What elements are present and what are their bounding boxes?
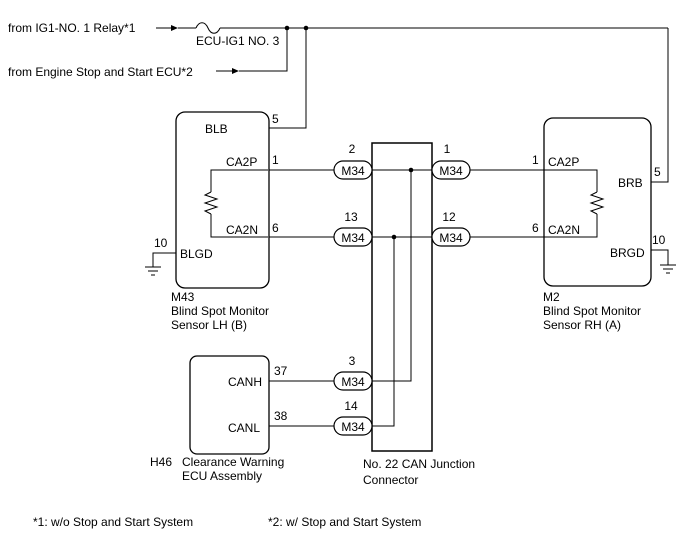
ground-icon [145,266,161,276]
m2-pin-brgd-number: 10 [652,233,666,247]
m2-name-line2: Sensor RH (A) [543,318,621,332]
m43-pin-blb-number: 5 [272,112,279,126]
h46-code: H46 [150,455,172,469]
m2-pin-ca2n-number: 6 [532,221,539,235]
h46-pin-canl-label: CANL [228,421,260,435]
m43-pin-blgd-label: BLGD [180,247,213,261]
connector-pin-number: 2 [349,142,356,156]
h46-name-line2: ECU Assembly [182,469,262,483]
connector-pin-number: 13 [344,210,358,224]
connector-label: M34 [341,420,365,434]
m2-pin-ca2p-number: 1 [532,153,539,167]
m2-pin-ca2p-label: CA2P [548,155,579,169]
m43-pin-ca2n-number: 6 [272,221,279,235]
junction-name-line2: Connector [363,473,418,487]
m2-resistor-icon [544,169,605,238]
ground-icon [660,264,676,274]
connector-pin-number: 12 [442,210,456,224]
connector-m34-pin-14: M34 14 [333,399,373,436]
connector-pin-number: 1 [444,142,451,156]
fuse-label: ECU-IG1 NO. 3 [196,34,280,48]
m2-pin-ca2n-label: CA2N [548,223,580,237]
connector-m34-pin-13: M34 13 [333,210,373,247]
connector-m34-pin-12: M34 12 [431,210,471,247]
m43-pin-ca2n-label: CA2N [226,223,258,237]
m2-pin-brb-label: BRB [618,176,643,190]
arrow-right-icon [216,68,239,74]
engine-ecu-source-label: from Engine Stop and Start ECU*2 [8,65,193,79]
connector-m34-pin-3: M34 3 [333,354,373,391]
h46-name-line1: Clearance Warning [182,455,284,469]
wire-m43-ground [152,252,176,267]
can-junction-connector-box [371,142,433,452]
connector-label: M34 [439,231,463,245]
connector-pin-number: 14 [344,399,358,413]
arrow-right-icon [156,25,178,31]
splice-dot [391,234,397,240]
m2-pin-brb-number: 5 [654,165,661,179]
h46-pin-canh-number: 37 [274,364,288,378]
wire-can-high-branch [372,170,412,382]
m2-pin-brgd-label: BRGD [610,246,645,260]
junction-name-line1: No. 22 CAN Junction [363,457,475,471]
m2-sensor-box [543,117,652,287]
m43-pin-blgd-number: 10 [154,236,168,250]
m43-pin-ca2p-label: CA2P [226,155,257,169]
fuse-symbol [195,22,221,34]
m43-code: M43 [171,290,195,304]
m43-name-line2: Sensor LH (B) [171,318,247,332]
m2-name-line1: Blind Spot Monitor [543,304,641,318]
m43-pin-ca2p-number: 1 [272,153,279,167]
footnote-2: *2: w/ Stop and Start System [268,515,421,529]
ig1-relay-source-label: from IG1-NO. 1 Relay*1 [8,21,136,35]
connector-label: M34 [341,231,365,245]
wire-m43-blb [269,28,307,129]
connector-label: M34 [341,164,365,178]
splice-dot [408,167,414,173]
wire-m2-ground [651,249,669,265]
h46-pin-canl-number: 38 [274,409,288,423]
wire-engine-ecu [239,28,288,72]
h46-ecu-box [189,355,270,455]
m2-code: M2 [543,290,560,304]
connector-label: M34 [341,375,365,389]
connector-label: M34 [439,164,463,178]
wire-m2-brb [651,28,669,183]
footnote-1: *1: w/o Stop and Start System [33,515,193,529]
m43-sensor-box [175,111,270,289]
connector-m34-pin-1: M34 1 [431,142,471,180]
m43-name-line1: Blind Spot Monitor [171,304,269,318]
m43-resistor-icon [203,169,268,238]
connector-m34-pin-2: M34 2 [333,142,373,180]
h46-pin-canh-label: CANH [228,375,262,389]
connector-pin-number: 3 [349,354,356,368]
wire-can-low-branch [372,237,395,427]
m43-pin-blb-label: BLB [205,122,228,136]
